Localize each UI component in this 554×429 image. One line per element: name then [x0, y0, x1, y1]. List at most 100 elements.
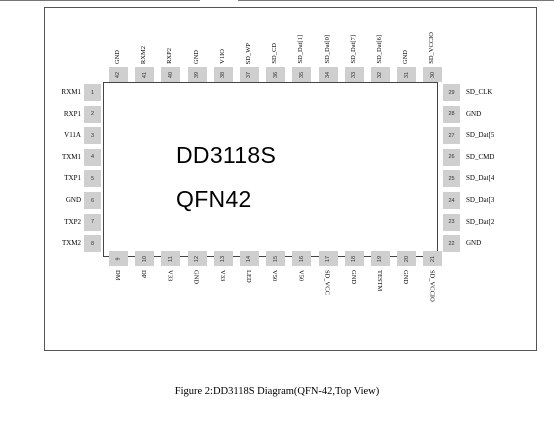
pin-number: 30 — [429, 71, 436, 78]
pin-pad-right: 25 — [443, 170, 460, 188]
chip-name: DD3118S — [176, 142, 277, 168]
pin-name-top: SD_Dat[6] — [376, 35, 383, 64]
pin-name-bottom: V33 — [218, 270, 226, 282]
pin-pad-bottom: 12 — [187, 251, 207, 266]
pin-name-left: RXM1 — [61, 88, 81, 96]
pin-name-top: SD_WP — [245, 42, 252, 64]
pin-name-bottom: DP — [140, 270, 148, 279]
chip-package: QFN42 — [176, 186, 252, 212]
pin-name-top: SD_Dat[0] — [323, 35, 331, 64]
pin-pad-top: 41 — [135, 67, 155, 82]
pin-pad-right: 22 — [443, 235, 460, 253]
pin-name-bottom: V50 — [271, 270, 279, 282]
pin-pad-left: 6 — [84, 192, 101, 209]
pin-pad-bottom: 17 — [318, 251, 338, 266]
pin-number: 33 — [351, 71, 358, 78]
pin-pad-top: 42 — [109, 67, 128, 82]
pin-pad-top: 36 — [266, 67, 286, 82]
pin-number: 42 — [115, 71, 122, 78]
pin-name-right: SD_Dat[5 — [466, 131, 495, 140]
pin-name-top: SD_VCCIO — [428, 32, 436, 64]
pin-pad-left: 7 — [84, 213, 101, 231]
pin-name-bottom: GND — [349, 270, 357, 285]
chip-body — [103, 82, 438, 257]
pin-number: 37 — [246, 71, 253, 78]
pin-pad-bottom: 21 — [423, 251, 443, 266]
pin-pad-bottom: 9 — [109, 251, 128, 266]
pin-name-bottom: V33 — [166, 270, 174, 282]
figure-caption: Figure 2:DD3118S Diagram(QFN-42,Top View… — [174, 386, 380, 397]
pin-number: 20 — [403, 255, 410, 262]
pin-name-left: TXP2 — [64, 217, 81, 226]
pin-name-top: GND — [402, 49, 410, 64]
pin-pad-top: 38 — [213, 67, 233, 82]
pin-number: 11 — [167, 255, 174, 262]
pin-pad-bottom: 16 — [292, 251, 312, 266]
pin-pad-top: 33 — [344, 67, 364, 82]
pin-number: 19 — [377, 255, 384, 262]
pin-pad-top: 40 — [161, 67, 181, 82]
pin-pad-top: 37 — [240, 67, 259, 82]
pin-name-bottom: SD_VCC — [323, 270, 331, 295]
pin-pad-bottom: 15 — [266, 251, 286, 266]
pin-name-top: SD_CD — [271, 43, 279, 64]
top-edge-line-left — [0, 0, 200, 1]
pin-number: 9 — [115, 256, 122, 261]
pin-number: 39 — [194, 71, 201, 78]
diagram-frame — [44, 7, 537, 351]
pin-pad-left: 5 — [84, 170, 101, 188]
pin-name-right: SD_Dat[3 — [466, 196, 495, 204]
pin-pad-top: 35 — [292, 67, 312, 82]
pin-name-top: SD_Dat[7] — [349, 35, 357, 64]
pin-pad-left: 3 — [84, 127, 101, 145]
pin-name-bottom: GND — [192, 270, 200, 285]
pin-pad-top: 32 — [371, 67, 390, 82]
pin-number: 12 — [194, 255, 201, 262]
pin-pad-bottom: 11 — [161, 251, 181, 266]
pin-number: 34 — [325, 71, 332, 78]
pin-number: 35 — [298, 71, 305, 78]
pin-name-top: GND — [192, 49, 200, 64]
pin-number: 14 — [246, 255, 253, 262]
pin-name-left: TXM1 — [61, 152, 81, 161]
pin-name-bottom: SD_VCCIO — [428, 270, 436, 302]
pin-name-bottom: GND — [402, 270, 410, 285]
pin-number: 15 — [272, 255, 279, 262]
pin-name-right: SD_CLK — [466, 88, 493, 96]
pin-name-bottom: LED — [245, 270, 252, 283]
pin-pad-left: 1 — [84, 84, 101, 101]
pin-name-left: TXM2 — [61, 239, 81, 248]
pin-number: 10 — [141, 255, 148, 262]
pin-pad-top: 34 — [318, 67, 338, 82]
pin-name-bottom: DM — [114, 270, 121, 281]
pin-name-left: V11A — [64, 131, 81, 140]
pin-name-bottom: V50 — [297, 270, 305, 282]
pin-name-left: TXP1 — [64, 174, 81, 183]
pin-number: 16 — [298, 255, 305, 262]
pin-pad-bottom: 13 — [213, 251, 233, 266]
pin-name-right: SD_CMD — [466, 152, 495, 161]
pin-name-top: GND — [114, 49, 121, 64]
pin-pad-right: 29 — [443, 84, 460, 101]
pin-name-top: SD_Dat[1] — [297, 35, 305, 64]
pin-number: 40 — [167, 71, 174, 78]
pin-name-top: V1IO — [218, 49, 226, 64]
pin-pad-top: 39 — [187, 67, 207, 82]
pin-pad-left: 2 — [84, 105, 101, 123]
pin-name-bottom: TESTM — [376, 270, 383, 292]
pin-name-top: RXP2 — [166, 48, 174, 64]
pin-name-right: GND — [466, 109, 482, 118]
top-edge-line-right — [238, 0, 554, 1]
pin-name-top: RXM2 — [140, 45, 148, 64]
pin-pad-top: 30 — [423, 67, 443, 82]
pin-pad-right: 27 — [443, 127, 460, 145]
pin-name-right: GND — [466, 239, 482, 248]
pin-number: 17 — [325, 255, 332, 262]
pin-pad-left: 4 — [84, 148, 101, 166]
pin-number: 31 — [403, 71, 410, 78]
pin-pad-right: 26 — [443, 148, 460, 166]
pin-number: 38 — [220, 71, 227, 78]
pin-number: 18 — [351, 255, 358, 262]
pin-pad-top: 31 — [397, 67, 417, 82]
pin-pad-bottom: 14 — [240, 251, 259, 266]
